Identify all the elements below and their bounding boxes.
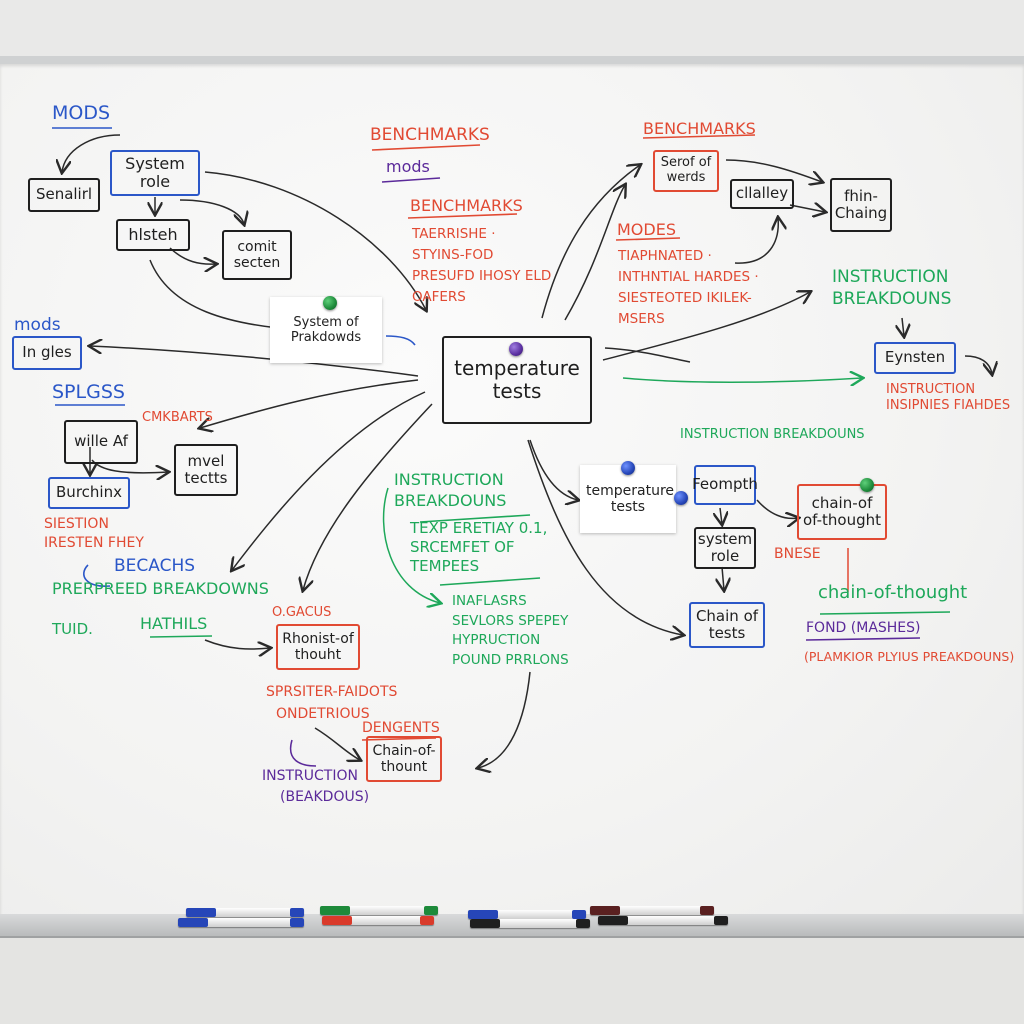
label-instruction-red-right: INSTRUCTION INSIPNIES FIAHDES [886,382,1011,414]
label-mods-center: mods [386,157,430,176]
marker-cap [470,919,500,928]
list-modes-red: TIAPHNATED · INTHNTIAL HARDES · SIESTEOT… [618,248,759,327]
box-system-role: System role [110,150,200,196]
dry-erase-marker [590,906,714,915]
label-instruction-purple: INSTRUCTION [262,768,358,784]
box-in-gles: In gles [12,336,82,370]
label-splgss: SPLGSS [52,381,125,403]
purple-magnet [509,342,523,356]
dry-erase-marker [178,918,304,927]
green-magnet-right [860,478,874,492]
marker-end [572,910,586,919]
label-becachs: BECACHS [114,556,196,576]
note-temperature-text: temperature tests [586,483,674,515]
marker-cap [320,906,350,915]
marker-cap [322,916,352,925]
label-benchmarks-topright: BENCHMARKS [643,119,756,138]
whiteboard [0,56,1024,936]
box-feompth: Feompth [692,465,758,505]
dry-erase-marker [186,908,304,917]
green-magnet [323,296,337,310]
marker-end [420,916,434,925]
label-cmkbarts: CMKBARTS [142,410,213,425]
box-cllalley: cllalley [730,179,794,209]
label-chain-of-thought-green: chain-of-thought [818,582,968,603]
label-beakdons: (BEAKDOUS) [280,789,370,805]
label-instruction-breakdowns-topright: INSTRUCTION BREAKDOUNS [832,267,952,310]
label-benchmarks-center-2: BENCHMARKS [410,196,523,215]
label-hathls: HATHILS [140,614,208,633]
note-system-text: System of Prakdowds [290,315,362,345]
label-benchmarks-center-1: BENCHMARKS [370,125,490,145]
label-fond-mashes: FOND (MASHES) [806,620,921,636]
marker-end [290,908,304,917]
marker-cap [178,918,208,927]
label-ocacus: O.GACUS [272,605,332,620]
label-bnese: BNESE [774,546,821,562]
marker-end [576,919,590,928]
blue-magnet-1 [621,461,635,475]
label-plamkior: (PLAMKIOR PLYIUS PREAKDOUNS) [804,649,1015,664]
list-inaflasrs: INAFLASRS SEVLORS SPEPEY HYPRUCTION POUN… [452,593,569,668]
marker-end [424,906,438,915]
dry-erase-marker [598,916,728,925]
box-hlsteh: hlsteh [116,219,190,251]
box-eynsten: Eynsten [874,342,956,374]
label-instruction-breakdowns-right: INSTRUCTION BREAKDOUNS [680,427,865,442]
box-comit-secten: comit secten [222,230,292,280]
box-chain-of-thought-right: chain-of of-thought [797,484,887,540]
label-mods-topleft: MODS [52,102,111,124]
marker-cap [590,906,620,915]
box-burchinx: Burchinx [48,477,130,509]
dry-erase-marker [470,919,590,928]
dry-erase-marker [468,910,586,919]
marker-end [290,918,304,927]
box-chain-of-thought-1: Rhonist-of thouht [276,624,360,670]
label-spreter: SPRSITER-FAIDOTS [266,684,398,700]
marker-end [700,906,714,915]
box-wille: wille Af [64,420,138,464]
label-siestion: SIESTION IRESTEN FHEY [44,516,144,551]
box-senalirl: Senalirl [28,178,100,212]
blue-magnet-2 [674,491,688,505]
label-tuld: TUID. [52,620,93,638]
marker-cap [598,916,628,925]
dry-erase-marker [320,906,438,915]
label-dengents: DENGENTS [362,720,440,736]
list-center-red: TAERRISHE · STYINS-FOD PRESUFD IHOSY ELD… [412,226,552,305]
box-chain-of-tests: Chain of tests [689,602,765,648]
marker-end [714,916,728,925]
box-fhin-chaing: fhin- Chaing [830,178,892,232]
label-instruction-breakdowns-center: INSTRUCTION BREAKDOUNS [394,470,507,510]
box-mvel-tectts: mvel tectts [174,444,238,496]
label-perpreed-breakdowns: PRERPREED BREAKDOWNS [52,579,269,598]
box-serof-werds: Serof of werds [653,150,719,192]
label-modes: MODES [617,220,676,239]
box-system-role-right: system role [694,527,756,569]
box-chain-of-thought-2: Chain-of- thount [366,736,442,782]
marker-cap [468,910,498,919]
label-ondetrious: ONDETRIOUS [276,706,370,722]
label-texp: TEXP ERETIAY 0.1, SRCEMFET OF TEMPEES [410,519,548,575]
label-mods-left: mods [14,315,61,335]
marker-cap [186,908,216,917]
dry-erase-marker [322,916,434,925]
box-temperature-tests-main: temperature tests [442,336,592,424]
note-temperature-tests: temperature tests [580,465,676,533]
